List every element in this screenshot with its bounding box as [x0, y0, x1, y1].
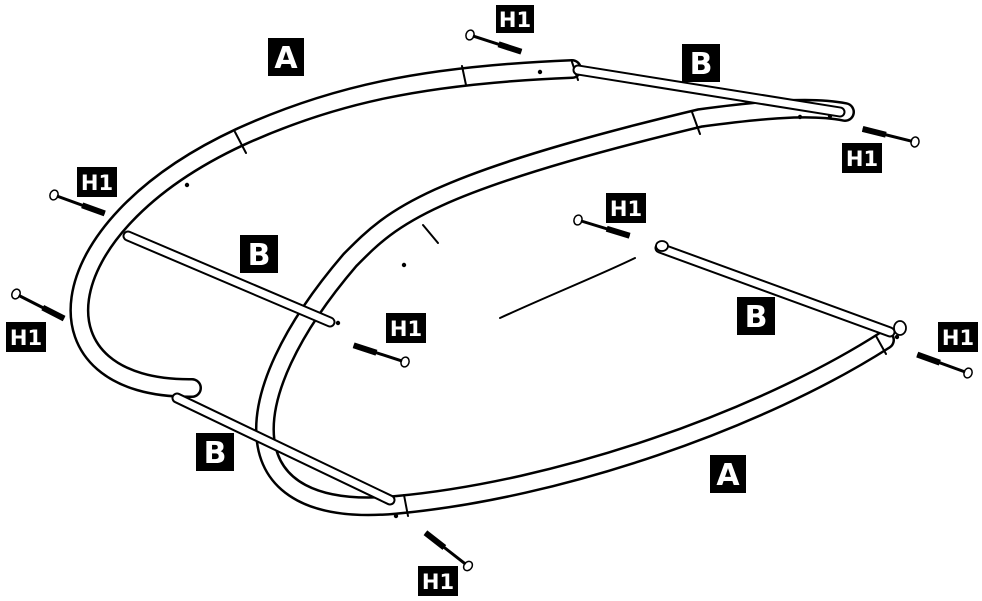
label-h1-top: H1 [496, 5, 534, 33]
svg-text:H1: H1 [81, 171, 113, 195]
svg-text:H1: H1 [846, 147, 878, 171]
rear-arc [69, 59, 582, 399]
svg-text:H1: H1 [942, 326, 974, 350]
label-b-bottom: B [196, 433, 234, 471]
front-arc [254, 98, 900, 519]
svg-text:H1: H1 [422, 570, 454, 594]
crossbar-right [499, 240, 907, 338]
svg-text:B: B [690, 47, 713, 82]
bolt-icon [916, 350, 974, 379]
svg-text:H1: H1 [610, 197, 642, 221]
bolt-icon [352, 341, 410, 368]
label-h1-middle: H1 [606, 193, 646, 223]
label-h1-left-lower: H1 [6, 322, 46, 352]
crossbar-bottom [171, 392, 396, 506]
label-h1-bottom: H1 [418, 566, 458, 596]
svg-text:B: B [204, 436, 227, 471]
label-b-left: B [240, 235, 278, 273]
svg-text:B: B [745, 300, 768, 335]
crossbar-left [122, 230, 336, 328]
label-h1-right: H1 [938, 322, 978, 352]
label-a-bottom: A [710, 455, 746, 493]
label-a-top: A [268, 38, 304, 76]
bolt-icon [422, 529, 474, 573]
svg-text:A: A [274, 41, 298, 76]
crossbar-top [572, 64, 846, 118]
svg-text:H1: H1 [390, 317, 422, 341]
svg-text:B: B [248, 238, 271, 273]
label-b-top: B [682, 44, 720, 82]
label-b-right: B [737, 297, 775, 335]
label-h1-top-right: H1 [842, 143, 882, 173]
bolt-icon [465, 29, 523, 56]
bolt-icon [10, 288, 66, 323]
svg-text:H1: H1 [10, 326, 42, 350]
svg-text:A: A [716, 458, 740, 493]
svg-text:H1: H1 [499, 8, 531, 32]
label-h1-left-upper: H1 [77, 167, 117, 197]
label-h1-center: H1 [386, 313, 426, 343]
